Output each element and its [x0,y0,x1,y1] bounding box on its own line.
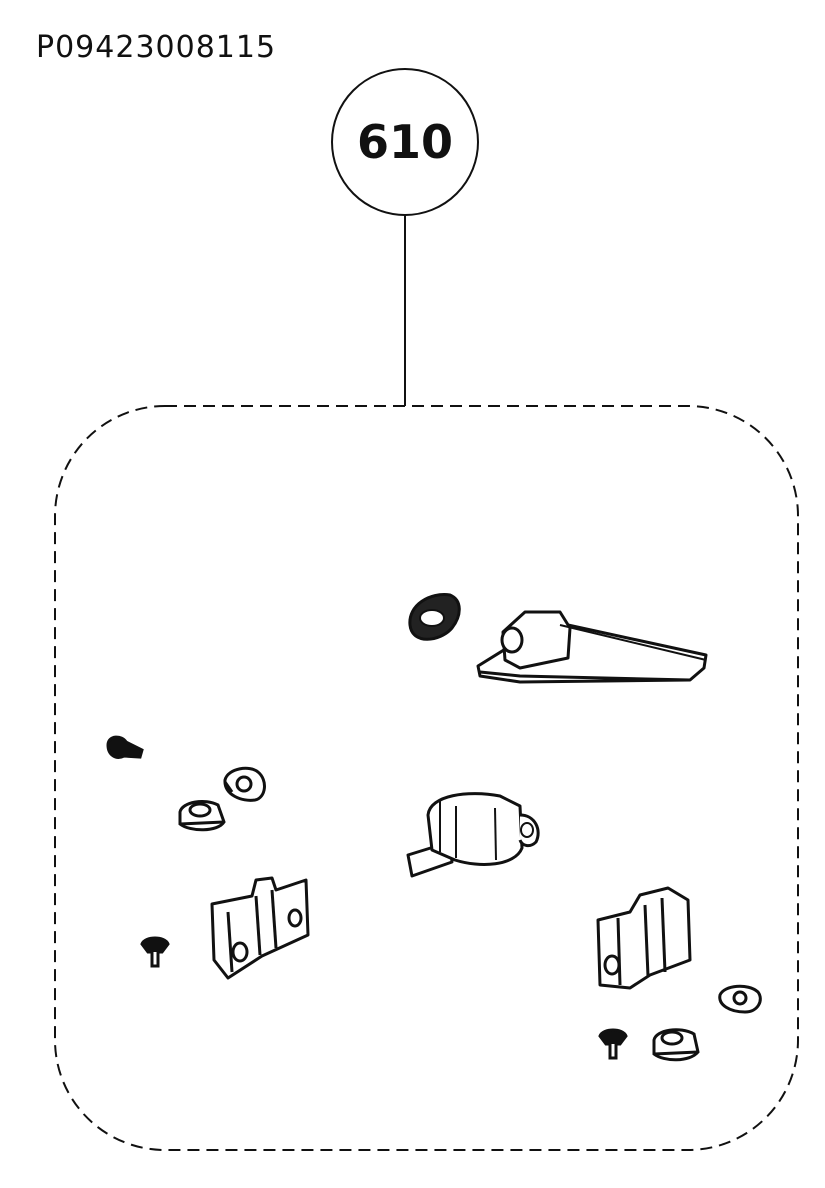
hinge-arm-icon [476,610,708,684]
bushing-icon [652,1028,700,1062]
callout-number: 610 [356,115,454,169]
hinge-bracket-icon [596,886,692,990]
bushing-icon [178,800,226,832]
spacer-icon [408,593,461,641]
part-code: P09423008115 [36,30,277,65]
bushing-icon [718,984,762,1014]
center-hinge-icon [406,792,540,878]
screw-icon [598,1028,628,1060]
bushing-icon [223,766,266,802]
screw-icon [106,735,144,759]
screw-icon [140,936,170,968]
hinge-bracket-icon [210,876,310,980]
kit-boundary [54,405,799,1151]
